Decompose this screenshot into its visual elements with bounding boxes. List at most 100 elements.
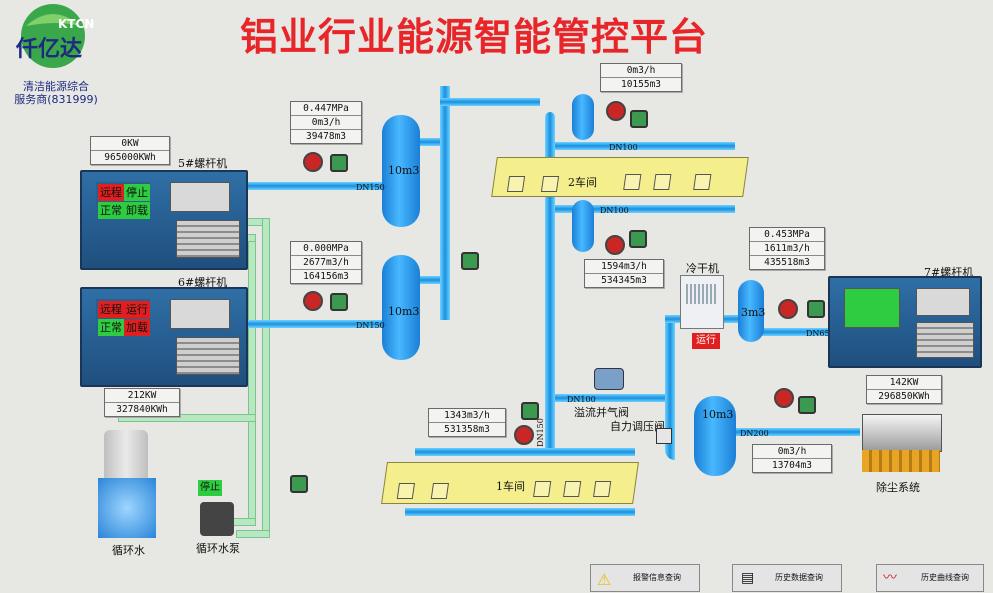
flowmeter-icon[interactable] [778,299,798,319]
pump-label: 循环水泵 [196,542,240,555]
dust-flow: 0m3/h [753,445,831,459]
flow5-flow: 0m3/h [291,116,361,130]
provider-text: 清洁能源综合 服务商(831999) [6,80,106,106]
document-icon: ▤ [741,570,755,586]
flowmeter-icon[interactable] [774,388,794,408]
pressure-sensor-icon[interactable] [798,396,816,414]
ws2-bottom-box: 1594m3/h 534345m3 [584,259,664,288]
flowmeter-icon[interactable] [606,101,626,121]
flowmeter-icon[interactable] [514,425,534,445]
overflow-valve-icon[interactable] [594,368,624,390]
pressure-sensor-icon[interactable] [330,293,348,311]
pipe-label: DN100 [600,206,629,215]
dryer-unit[interactable] [680,275,724,329]
history-curve-button[interactable]: 〰 历史曲线查询 [876,564,984,592]
overflow-valve-label: 溢流并气阀 [574,406,629,419]
dust-collector[interactable] [862,414,942,452]
cooling-tower[interactable] [104,430,148,478]
water-pipe [118,414,256,422]
c6-energy: 327840KWh [116,404,168,415]
provider-line1: 清洁能源综合 [23,80,89,93]
c7-info-box: 142KW 296850KWh [866,375,942,404]
tank-label: 3m3 [741,306,766,319]
air-pipe [405,508,635,516]
c5-info-box: 0KW 965000KWh [90,136,170,165]
ws2-top-box: 0m3/h 10155m3 [600,63,682,92]
flow7-pressure: 0.453MPa [750,228,824,242]
pressure-sensor-icon[interactable] [807,300,825,318]
c6-load-btn[interactable]: 加载 [124,319,150,336]
air-pipe [555,205,735,213]
ws1-total: 531358m3 [444,424,490,435]
dryer-label: 冷干机 [686,262,719,275]
c6-normal-btn[interactable]: 正常 [98,319,124,336]
c6-power: 212KW [105,389,179,403]
air-pipe [415,448,635,456]
compressor-7[interactable] [828,276,982,368]
c6-run-btn[interactable]: 运行 [124,301,150,318]
logo-brand-en: KTCN [58,17,94,31]
pressure-sensor-icon[interactable] [330,154,348,172]
flow6-total: 164156m3 [303,271,349,282]
c5-unload-btn[interactable]: 卸载 [124,202,150,219]
pipe-label: DN150 [356,183,385,192]
flow5-total: 39478m3 [305,131,347,142]
c6-name: 6#螺杆机 [178,276,228,289]
pump-icon[interactable] [200,502,234,536]
tank-label: 10m3 [388,305,420,318]
c7-status-panel [844,288,900,328]
air-tank [694,396,736,476]
air-tank [572,200,594,252]
air-pipe [440,98,540,106]
provider-line2: 服务商(831999) [14,93,98,106]
air-tank [738,280,764,342]
c6-remote-btn[interactable]: 远程 [98,301,124,318]
tank-label: 10m3 [702,408,734,421]
selfreg-valve-label: 自力调压阀 [610,420,665,433]
c5-name: 5#螺杆机 [178,157,228,170]
c5-normal-btn[interactable]: 正常 [98,202,124,219]
water-pipe [262,218,270,538]
flow5-pressure: 0.447MPa [291,102,361,116]
air-pipe [418,276,442,284]
dust-label: 除尘系统 [876,481,920,494]
flowmeter-icon[interactable] [605,235,625,255]
pipe-label: DN100 [567,395,596,404]
c7-vent [916,322,974,358]
air-pipe [555,142,735,150]
pressure-sensor-icon[interactable] [630,110,648,128]
flowmeter-icon[interactable] [303,291,323,311]
history-curve-label: 历史曲线查询 [921,573,969,582]
pump-status: 停止 [198,480,222,496]
dust-hoppers [862,450,940,472]
air-pipe [418,138,442,146]
pipe-label: DN200 [740,429,769,438]
c7-display [916,288,970,316]
flowmeter-icon[interactable] [303,152,323,172]
dust-box: 0m3/h 13704m3 [752,444,832,473]
compressor-6[interactable]: 远程 运行 正常 加载 [80,287,248,387]
warning-icon: ⚠ [597,570,612,589]
history-data-button[interactable]: ▤ 历史数据查询 [732,564,842,592]
pressure-sensor-icon[interactable] [521,402,539,420]
water-pipe [248,234,256,526]
c5-stop-btn[interactable]: 停止 [124,184,150,201]
flow6-box: 0.000MPa 2677m3/h 164156m3 [290,241,362,284]
alarm-query-button[interactable]: ⚠ 报警信息查询 [590,564,700,592]
ws2-bottom-total: 534345m3 [601,275,647,286]
c7-power: 142KW [867,376,941,390]
selfreg-valve-icon[interactable] [656,428,672,444]
pipe-label: DN100 [609,143,638,152]
water-pipe [236,530,270,538]
pressure-sensor-icon[interactable] [461,252,479,270]
pressure-sensor-icon[interactable] [290,475,308,493]
pressure-sensor-icon[interactable] [629,230,647,248]
air-pipe [735,428,860,436]
chart-icon: 〰 [883,570,897,586]
company-logo: KTCN 仟亿达 [12,2,94,68]
c5-remote-btn[interactable]: 远程 [98,184,124,201]
compressor-5[interactable]: 远程 停止 正常 卸载 [80,170,248,270]
workshop-2[interactable] [491,157,749,197]
history-data-label: 历史数据查询 [775,573,823,582]
c6-info-box: 212KW 327840KWh [104,388,180,417]
